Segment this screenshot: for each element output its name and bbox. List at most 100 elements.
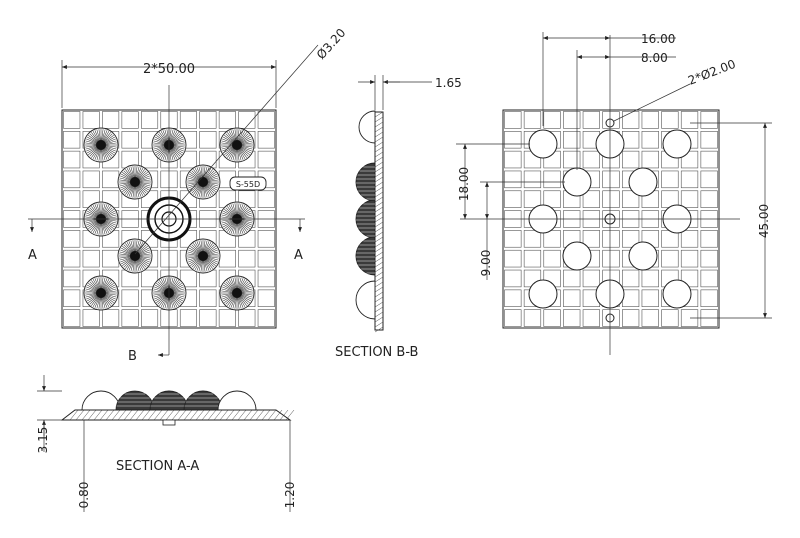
grid-cell (602, 170, 620, 189)
lens-ray (135, 166, 140, 179)
lens-ray (122, 184, 132, 192)
lens-ray (138, 258, 148, 266)
lens-ray (153, 145, 166, 148)
lens-ray (228, 148, 236, 159)
lens-ray (103, 148, 111, 158)
lens-ray (104, 145, 117, 148)
lens-ray (104, 216, 117, 219)
grid-cell (504, 131, 522, 149)
lens-ray (157, 147, 167, 157)
section-aa-view: 3.15 0.80 1.20 SECTION A-A (36, 375, 297, 512)
lens-ray (190, 246, 200, 254)
lens-ray (104, 212, 116, 218)
lens-ray (206, 172, 216, 180)
lens-ray (187, 253, 200, 256)
lens-ray (98, 148, 101, 161)
lens-ray (240, 294, 252, 300)
lens-ray (239, 281, 249, 291)
lens-ray (130, 259, 135, 272)
lens-ray (205, 169, 213, 179)
lens-ray (172, 147, 182, 155)
lens-ray (104, 293, 117, 296)
lens-ray (104, 294, 116, 300)
lens-ray (122, 246, 132, 254)
lens-ray (204, 259, 212, 270)
lens-ray (204, 242, 212, 253)
lens-ray (240, 220, 252, 226)
lens-ray (224, 147, 234, 155)
section-dome (217, 390, 257, 411)
lens-ray (96, 129, 101, 142)
hatch-line (159, 409, 169, 421)
hatch-line (213, 409, 223, 421)
lens-ray (88, 209, 98, 217)
hatch-line (255, 409, 265, 421)
grid-cell (257, 190, 275, 208)
grid-cell (504, 289, 522, 307)
hatch-line (111, 409, 121, 421)
grid-cell (700, 111, 718, 129)
lens-ray (240, 138, 252, 144)
grid-cell (238, 309, 256, 327)
lens-ray (137, 244, 147, 254)
lens-ray (170, 278, 176, 290)
dim-width: 2*50.00 (143, 62, 195, 77)
lens-ray (104, 146, 115, 154)
lens-ray (160, 296, 168, 307)
lens-ray (104, 147, 114, 155)
hatch-line (374, 176, 384, 183)
lens-ray (238, 130, 244, 142)
lens-ray (125, 259, 133, 269)
hatch-line (374, 306, 384, 313)
hatch-line (374, 266, 384, 273)
hatch-line (267, 409, 277, 421)
hatch-line (374, 236, 384, 243)
lens-ray (172, 145, 185, 150)
lens-ray (206, 251, 219, 256)
lens-ray (87, 210, 98, 218)
grid-cell (141, 150, 159, 169)
grid-cell (543, 111, 561, 129)
hatch-line (87, 409, 97, 421)
lens-ray (153, 145, 166, 150)
lens-ray (104, 219, 117, 224)
lens-ray (238, 279, 246, 290)
lens-ray (240, 212, 252, 218)
lens-ray (172, 284, 183, 292)
lens-ray (200, 185, 203, 198)
grid-cell (563, 269, 581, 288)
lens-ray (91, 280, 99, 290)
lens-ray (204, 259, 210, 271)
lens-ray (130, 166, 135, 179)
grid-cell (641, 111, 659, 129)
dim-16: 16.00 (641, 32, 675, 46)
lens-ray (203, 240, 206, 253)
lens-ray (190, 184, 200, 192)
grid-cell (199, 289, 217, 307)
grid-cell (641, 309, 659, 327)
section-bb-view: 1.65 SECTION B-B (335, 75, 462, 360)
lens-ray (205, 244, 215, 254)
lens-ray (126, 242, 134, 253)
lens-ray (228, 131, 236, 142)
lens-ray (238, 222, 246, 233)
part-label: S-55D (236, 180, 260, 189)
grid-cell (602, 111, 620, 129)
lens-ray (188, 175, 200, 181)
lens-ray (102, 204, 108, 216)
dim-bb-thickness: 1.65 (435, 76, 462, 90)
hatch-line (374, 281, 384, 288)
lens-ray (92, 222, 100, 233)
lens (219, 127, 255, 163)
hatch-line (374, 201, 384, 208)
grid-cell (141, 269, 159, 288)
lens-ray (121, 257, 132, 265)
lens-ray (237, 129, 240, 142)
lens-ray (88, 221, 98, 229)
lens-ray (203, 185, 206, 198)
lens-ray (172, 294, 183, 302)
lens-ray (136, 259, 142, 271)
lens-ray (187, 179, 200, 182)
lens-ray (156, 147, 166, 155)
lens-ray (240, 290, 253, 293)
